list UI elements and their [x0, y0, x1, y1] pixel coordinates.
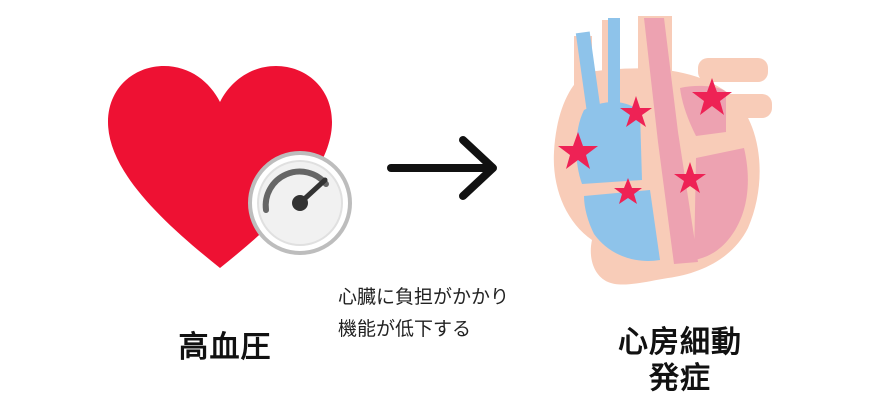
- af-label-line-1: 心房細動: [618, 325, 742, 360]
- caption-line-2: 機能が低下する: [338, 318, 472, 340]
- heart-anatomy-illustration: [553, 16, 772, 285]
- star-icon: [674, 162, 706, 193]
- heart-with-gauge: [108, 66, 352, 268]
- hypertension-label: 高血圧: [178, 330, 272, 365]
- star-icon: [558, 132, 598, 169]
- af-label-line-2: 発症: [649, 361, 711, 396]
- speedometer-gauge-icon: [248, 151, 352, 255]
- star-icon: [620, 96, 652, 127]
- caption-line-1: 心臓に負担がかかり: [338, 286, 510, 308]
- star-icon: [614, 178, 642, 204]
- arrow-right-icon: [387, 136, 497, 200]
- atrial-fibrillation-label: 心房細動 発症: [595, 325, 765, 397]
- star-icon: [692, 78, 732, 115]
